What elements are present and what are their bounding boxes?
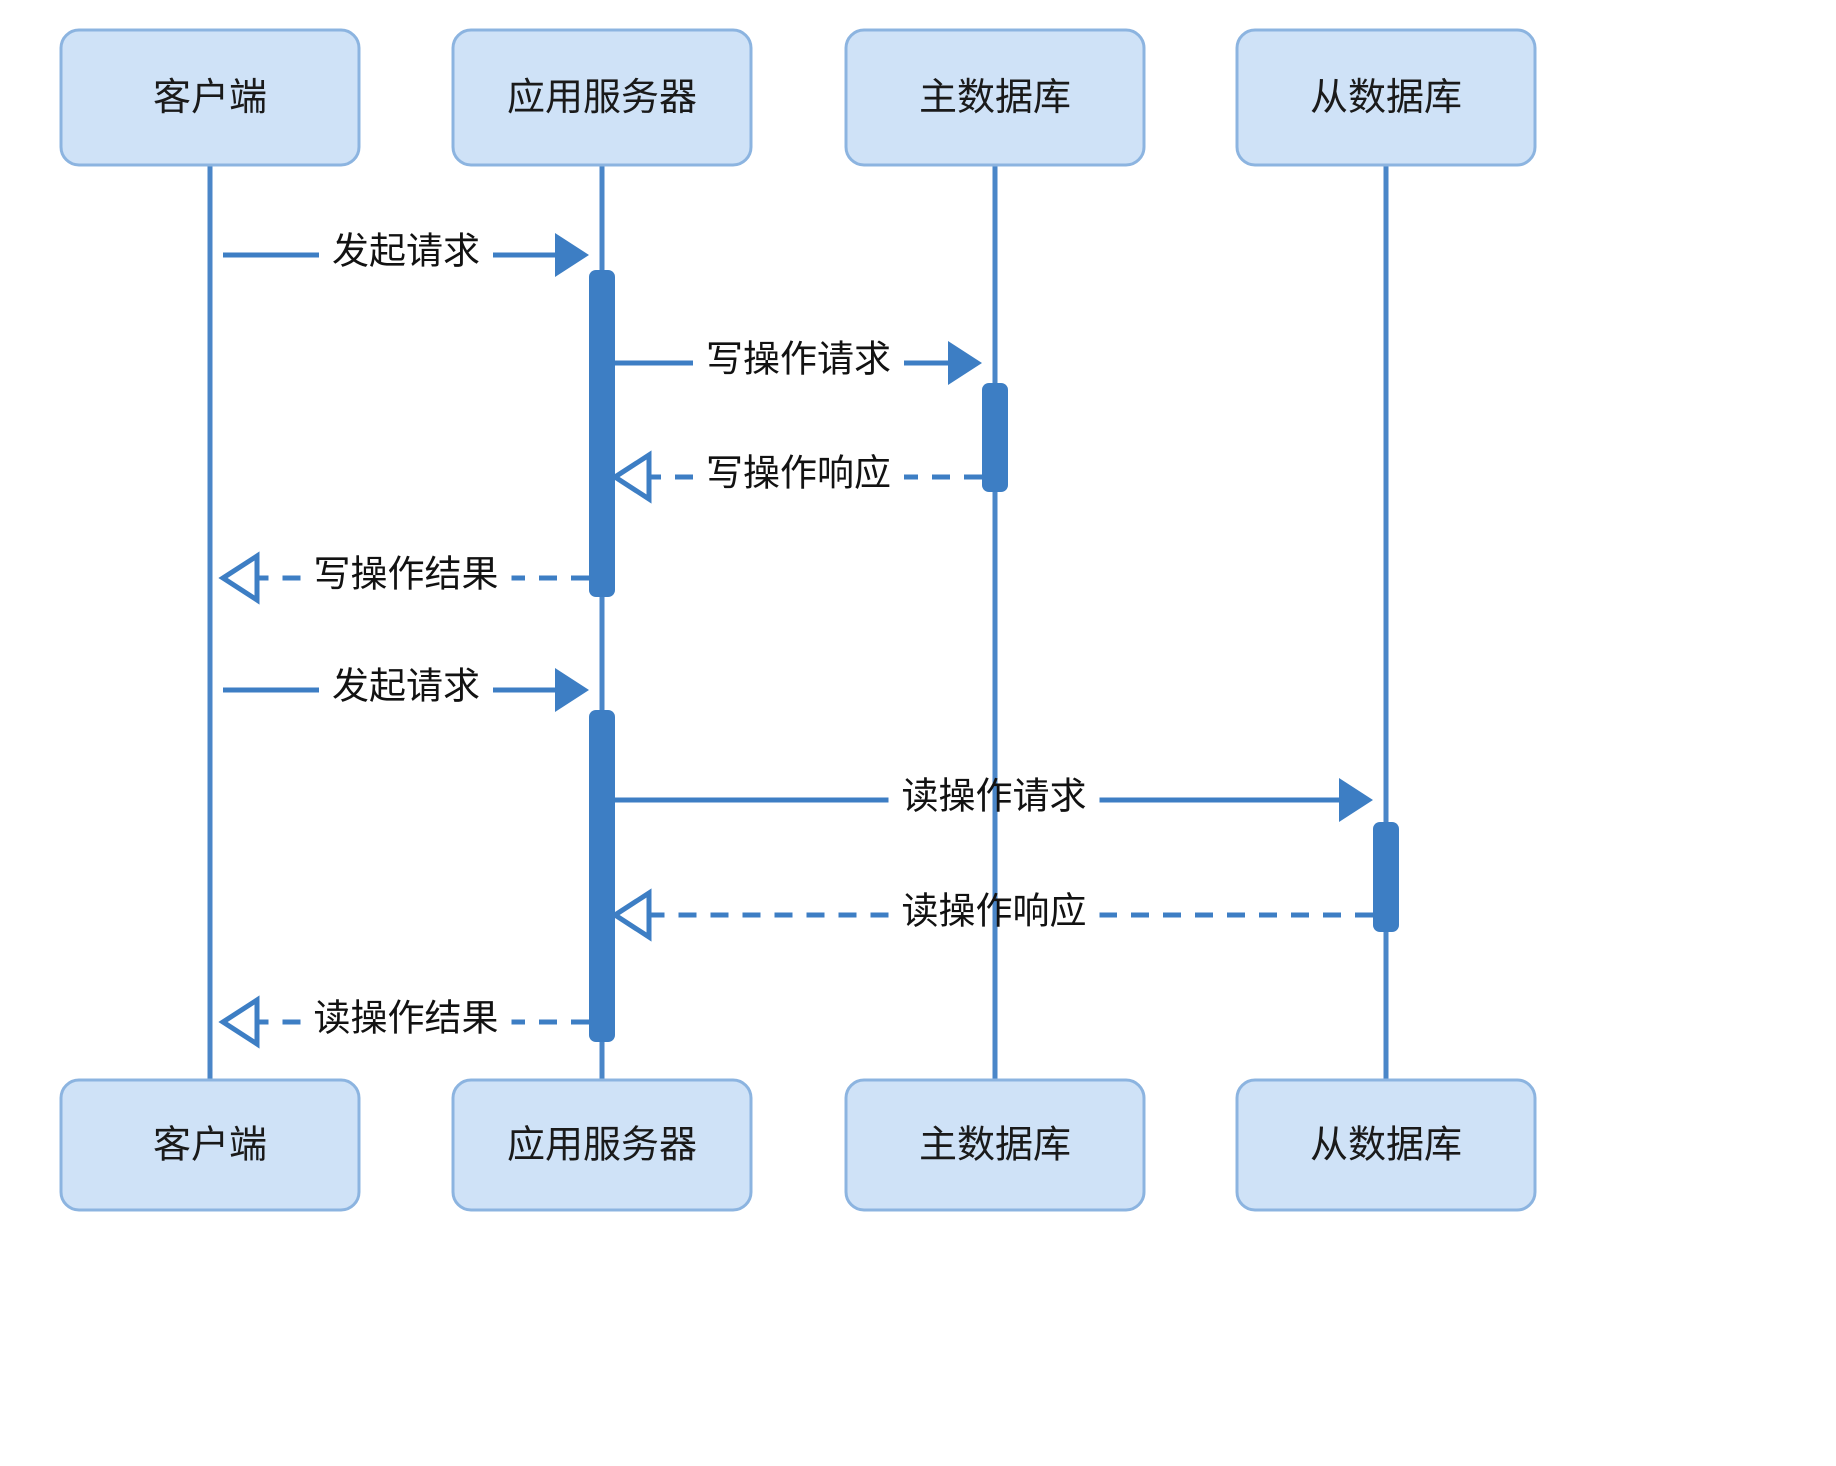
message-label: 发起请求 xyxy=(332,230,480,273)
message-4-response: 写操作结果 xyxy=(218,551,589,605)
message-label: 发起请求 xyxy=(332,665,480,708)
message-6-request: 读操作请求 xyxy=(615,775,1373,822)
participant-box[interactable] xyxy=(451,28,753,167)
participant-slavedb-top[interactable]: 从数据库 xyxy=(1235,28,1537,167)
arrowhead-filled xyxy=(555,233,589,277)
message-label: 读操作响应 xyxy=(902,890,1087,933)
participant-label: 主数据库 xyxy=(919,1123,1071,1167)
arrowhead-filled xyxy=(1339,778,1373,822)
arrowhead-open xyxy=(610,888,652,942)
participant-box[interactable] xyxy=(59,28,361,167)
participant-client-top[interactable]: 客户端 xyxy=(59,28,361,167)
activation-bar-masterdb-2 xyxy=(982,383,1008,492)
participant-appsvr-bottom[interactable]: 应用服务器 xyxy=(451,1078,753,1212)
message-label: 读操作结果 xyxy=(314,997,499,1040)
participant-box[interactable] xyxy=(1235,1078,1537,1212)
participant-box[interactable] xyxy=(844,28,1146,167)
participant-box[interactable] xyxy=(451,1078,753,1212)
participant-label: 应用服务器 xyxy=(507,75,697,119)
message-label: 写操作响应 xyxy=(706,452,891,495)
participant-label: 应用服务器 xyxy=(507,1123,697,1167)
message-3-response: 写操作响应 xyxy=(610,450,982,504)
message-label: 写操作结果 xyxy=(314,553,499,596)
participant-box[interactable] xyxy=(844,1078,1146,1212)
message-7-response: 读操作响应 xyxy=(610,888,1373,942)
arrowhead-open xyxy=(218,995,260,1049)
participants-top: 客户端 应用服务器 主数据库 从数据库 xyxy=(59,28,1537,167)
participant-label: 客户端 xyxy=(153,1123,267,1167)
message-2-request: 写操作请求 xyxy=(615,338,982,385)
participant-label: 从数据库 xyxy=(1310,75,1462,119)
message-label: 写操作请求 xyxy=(706,338,891,381)
arrowhead-filled xyxy=(948,341,982,385)
participant-label: 主数据库 xyxy=(919,75,1071,119)
arrowhead-open xyxy=(218,551,260,605)
lifelines-layer xyxy=(207,165,1389,1080)
participant-masterdb-bottom[interactable]: 主数据库 xyxy=(844,1078,1146,1212)
message-label: 读操作请求 xyxy=(902,775,1087,818)
message-8-response: 读操作结果 xyxy=(218,995,589,1049)
participant-slavedb-bottom[interactable]: 从数据库 xyxy=(1235,1078,1537,1212)
participant-appsvr-top[interactable]: 应用服务器 xyxy=(451,28,753,167)
arrowhead-open xyxy=(610,450,652,504)
participant-box[interactable] xyxy=(1235,28,1537,167)
participant-label: 客户端 xyxy=(153,75,267,119)
activation-bar-appsvr-3 xyxy=(589,710,615,1042)
activation-bar-slavedb-4 xyxy=(1373,822,1399,932)
arrowhead-filled xyxy=(555,668,589,712)
activation-bar-appsvr-1 xyxy=(589,270,615,597)
participant-box[interactable] xyxy=(59,1078,361,1212)
participants-bottom: 客户端 应用服务器 主数据库 从数据库 xyxy=(59,1078,1537,1212)
activations-layer xyxy=(589,270,1399,1042)
participant-client-bottom[interactable]: 客户端 xyxy=(59,1078,361,1212)
participant-masterdb-top[interactable]: 主数据库 xyxy=(844,28,1146,167)
message-5-request: 发起请求 xyxy=(223,665,589,712)
participant-label: 从数据库 xyxy=(1310,1123,1462,1167)
message-1-request: 发起请求 xyxy=(223,230,589,277)
